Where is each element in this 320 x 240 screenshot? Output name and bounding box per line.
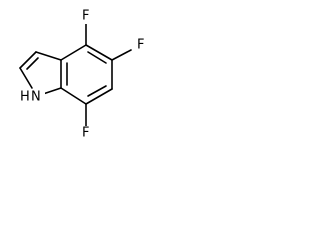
chemical-structure-diagram: F F F H N <box>16 9 147 141</box>
bond-c6-c7 <box>85 88 113 105</box>
nh-mask <box>16 89 45 104</box>
chemical-structure-canvas: F F F H N <box>0 0 178 178</box>
f-right-mask <box>134 38 147 53</box>
bond-c4-c5-double <box>87 51 107 64</box>
bond-c5-f <box>111 49 132 61</box>
bond-c3-c3a <box>35 51 62 61</box>
fluorine-bottom-label: F <box>82 126 89 141</box>
bond-c7-c7a <box>60 87 87 105</box>
f-bottom-mask <box>80 126 92 141</box>
nh-n-label: N <box>31 90 41 105</box>
bond-c2-c3-double <box>26 57 39 70</box>
bond-n1-c2 <box>19 67 33 89</box>
bond-c7a-n1 <box>42 87 62 95</box>
bond-c6-c7-double <box>87 85 107 97</box>
nh-h-label: H <box>20 90 30 105</box>
fluorine-top-label: F <box>82 9 89 24</box>
bond-c3a-c4 <box>60 44 87 61</box>
f-top-mask <box>80 9 92 24</box>
bond-c4-c5 <box>85 44 113 61</box>
fluorine-right-label: F <box>137 38 144 53</box>
bond-c2-c3 <box>19 51 37 69</box>
